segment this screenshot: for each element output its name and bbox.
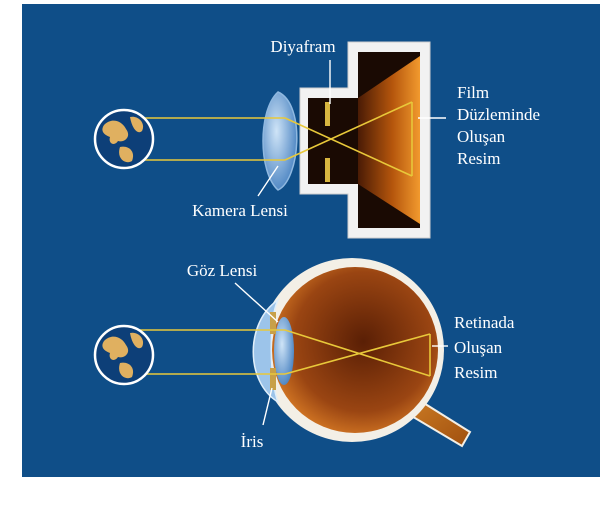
diaphragm-top (325, 102, 330, 126)
iris-bottom (270, 368, 276, 390)
eye-diagram (253, 258, 470, 446)
eye-lens-label: Göz Lensi (187, 261, 258, 280)
film-label: Film Düzleminde Oluşan Resim (457, 83, 544, 168)
camera-lens (263, 92, 297, 190)
globe-icon (95, 110, 153, 168)
diaphragm-label: Diyafram (270, 37, 335, 56)
camera-diagram (263, 42, 430, 238)
iris-label: İris (241, 432, 264, 451)
camera-lens-label: Kamera Lensi (192, 201, 288, 220)
globe-icon (95, 326, 153, 384)
retina-label: Retinada Oluşan Resim (454, 313, 519, 382)
diaphragm-bottom (325, 158, 330, 182)
eye-interior (272, 267, 438, 433)
